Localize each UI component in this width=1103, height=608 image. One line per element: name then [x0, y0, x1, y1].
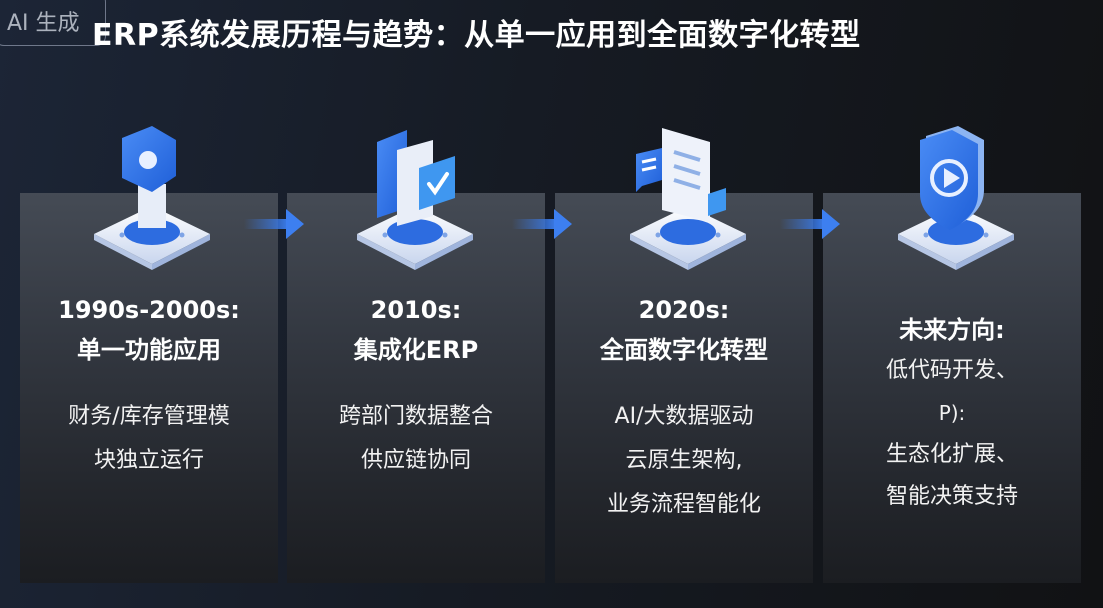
- stage-heading: 2020s: 全面数字化转型: [555, 290, 813, 370]
- stage-title: 单一功能应用: [77, 336, 221, 364]
- stage-title: 集成化ERP: [353, 336, 479, 364]
- shield-play-icon: [898, 126, 1014, 270]
- desc-line: 供应链协同: [360, 448, 471, 473]
- stage-description: 低代码开发、 P): 生态化扩展、 智能决策支持: [823, 350, 1081, 518]
- desc-line: 智能决策支持: [885, 484, 1018, 509]
- stage-heading: 未来方向:: [823, 310, 1081, 350]
- desc-line: 块独立运行: [93, 448, 204, 473]
- desc-line: P):: [938, 401, 966, 425]
- stage-description: 跨部门数据整合 供应链协同: [287, 395, 545, 483]
- arrow-right-icon: [780, 209, 840, 239]
- arrow-right-icon: [512, 209, 572, 239]
- checklist-documents-icon: [357, 130, 473, 270]
- stage-heading: 2010s: 集成化ERP: [287, 290, 545, 370]
- ai-generated-badge: AI 生成: [0, 0, 106, 46]
- desc-line: 业务流程智能化: [606, 492, 761, 517]
- stage-period: 2010s:: [370, 296, 462, 324]
- stage-description: 财务/库存管理模 块独立运行: [20, 395, 278, 483]
- desc-line: AI/大数据驱动: [614, 404, 754, 429]
- arrow-right-icon: [244, 209, 304, 239]
- wrench-hexagon-icon: [94, 126, 210, 270]
- stage-period: 1990s-2000s:: [58, 296, 240, 324]
- desc-line: 云原生架构,: [625, 448, 743, 473]
- desc-line: 低代码开发、: [885, 358, 1018, 383]
- desc-line: 跨部门数据整合: [338, 404, 493, 429]
- stage-description: AI/大数据驱动 云原生架构, 业务流程智能化: [555, 395, 813, 527]
- stage-title: 未来方向:: [899, 316, 1005, 344]
- desc-line: 财务/库存管理模: [68, 404, 230, 429]
- stage-period: 2020s:: [638, 296, 730, 324]
- stage-title: 全面数字化转型: [600, 336, 768, 364]
- stage-heading: 1990s-2000s: 单一功能应用: [20, 290, 278, 370]
- document-chat-icon: [630, 128, 746, 270]
- page-title: ERP系统发展历程与趋势：从单一应用到全面数字化转型: [92, 18, 861, 53]
- desc-line: 生态化扩展、: [885, 442, 1018, 467]
